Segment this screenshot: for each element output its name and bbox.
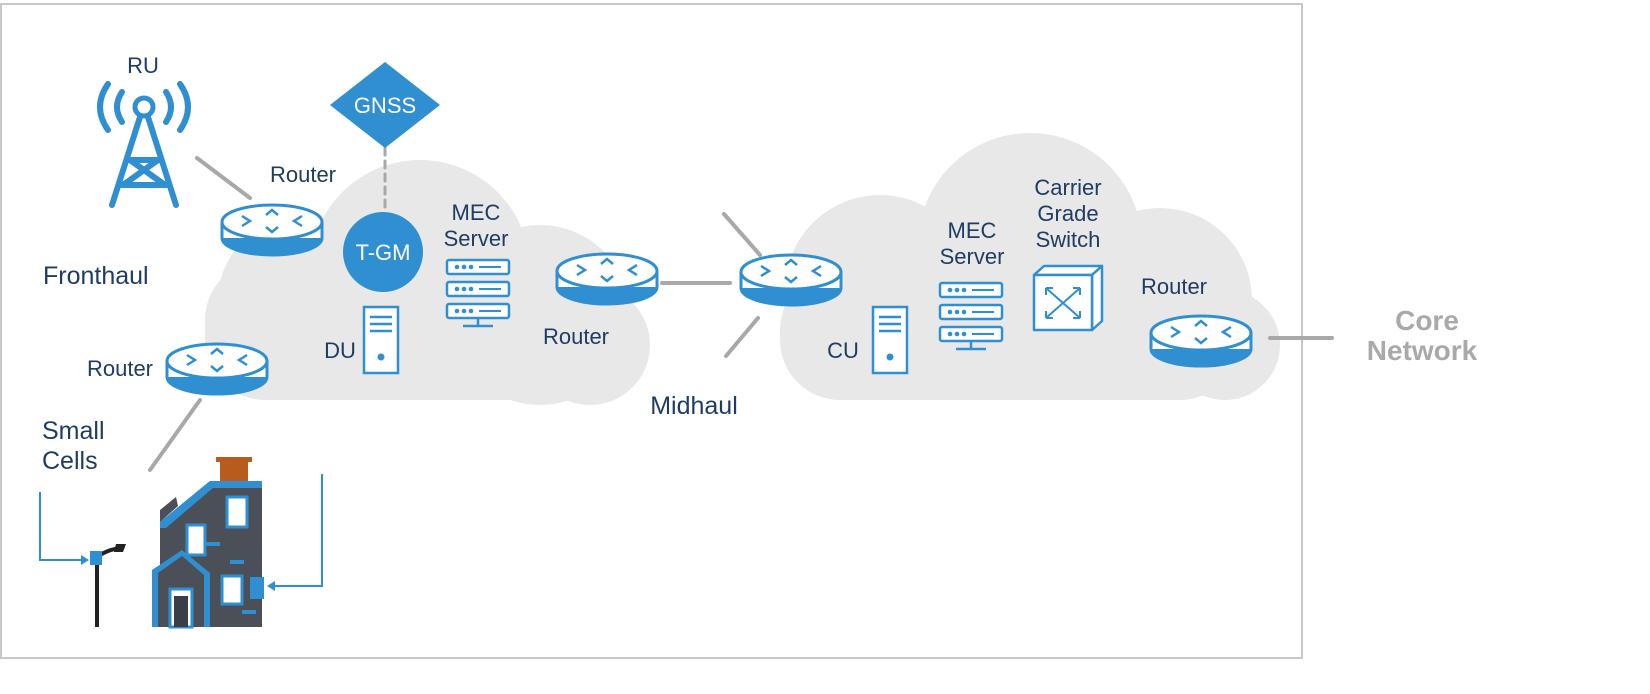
router-icon	[1149, 314, 1253, 368]
carrier-switch-label-3: Switch	[1036, 227, 1101, 252]
diagram-frame	[0, 3, 1303, 659]
tgm-node: T-GM	[343, 212, 423, 292]
ru-label: RU	[127, 53, 159, 78]
mec-server-left-label-2: Server	[444, 226, 509, 251]
link-ru-router	[195, 156, 252, 200]
central-cloud	[780, 133, 1280, 400]
du-label: DU	[324, 338, 356, 363]
small-cells-label-2: Cells	[42, 447, 98, 475]
mec-server-left-label-1: MEC	[452, 200, 501, 225]
router-icon	[220, 203, 324, 257]
router-icon	[555, 252, 659, 306]
fronthaul-label: Fronthaul	[43, 262, 149, 290]
link-midhaul-up	[722, 212, 762, 257]
links	[148, 146, 1334, 472]
carrier-switch-label-2: Grade	[1037, 201, 1098, 226]
router-icon	[165, 342, 269, 396]
router-fronthaul-top-label: Router	[270, 162, 336, 187]
router-fronthaul-bottom-label: Router	[87, 356, 153, 381]
router-edge-cloud-label: Router	[543, 324, 609, 349]
core-network-label-1: Core	[1395, 305, 1459, 336]
gnss-node: GNSS	[330, 62, 440, 148]
mec-server-right-label-1: MEC	[948, 218, 997, 243]
lamp-post-icon	[90, 544, 126, 627]
radio-tower-icon	[97, 81, 191, 208]
tower-computer-icon	[362, 305, 400, 375]
midhaul-label: Midhaul	[650, 392, 738, 420]
link-router-smallcells	[148, 398, 202, 472]
small-cells-label-1: Small	[42, 417, 105, 445]
link-midhaul-down	[724, 316, 760, 358]
gnss-label: GNSS	[354, 93, 416, 118]
small-cell-connector-left	[39, 492, 89, 565]
tgm-label: T-GM	[356, 240, 411, 265]
router-core-side-label: Router	[1141, 274, 1207, 299]
mec-server-right-label-2: Server	[940, 244, 1005, 269]
carrier-switch-label-1: Carrier	[1034, 175, 1101, 200]
building-icon	[152, 457, 264, 629]
server-rack-icon	[445, 258, 511, 328]
router-icon	[739, 253, 843, 307]
cu-label: CU	[827, 338, 859, 363]
tower-computer-icon	[871, 305, 909, 375]
switch-icon	[1032, 264, 1104, 332]
core-network-label-2: Network	[1367, 335, 1478, 366]
small-cell-connector-right	[267, 474, 323, 591]
server-rack-icon	[938, 281, 1004, 351]
